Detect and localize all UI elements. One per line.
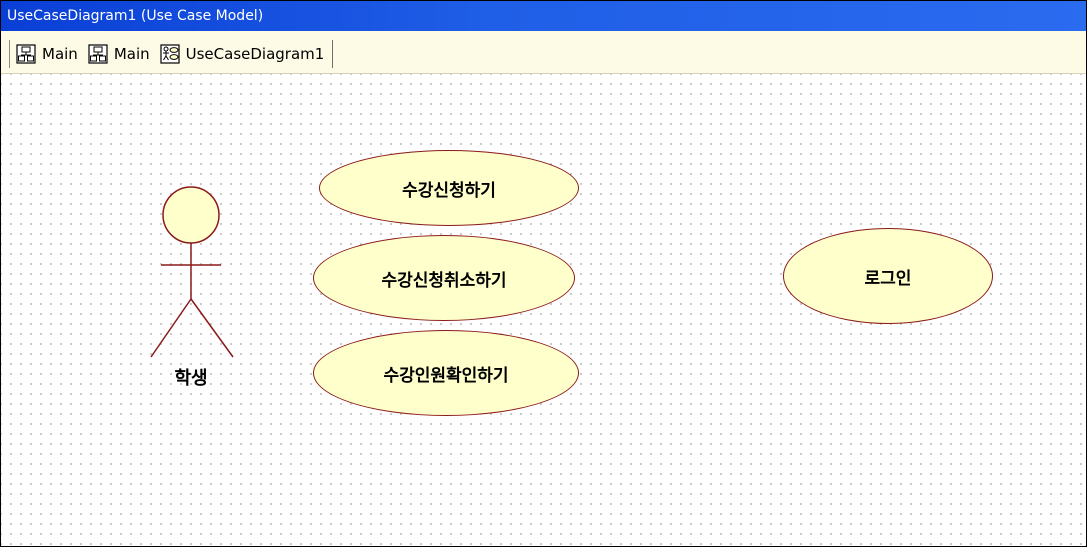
usecase-label: 로그인: [864, 268, 912, 289]
usecase-login[interactable]: 로그인: [783, 228, 993, 324]
tab-label: Main: [113, 45, 150, 63]
use-case-diagram-icon: [160, 44, 180, 64]
diagram-canvas[interactable]: 학생 수강신청하기 수강신청취소하기 수강인원확인하기 로그인: [1, 74, 1086, 546]
tab-usecasediagram1[interactable]: UseCaseDiagram1: [154, 40, 334, 68]
class-diagram-icon: [16, 44, 36, 64]
actor-stick-figure: [150, 186, 234, 358]
usecase-enroll[interactable]: 수강신청하기: [319, 150, 579, 226]
usecase-cancel-enroll[interactable]: 수강신청취소하기: [313, 235, 575, 321]
tab-main-2[interactable]: Main: [82, 40, 154, 68]
actor-student[interactable]: 학생: [141, 179, 251, 389]
window-title: UseCaseDiagram1 (Use Case Model): [7, 8, 264, 24]
usecase-check-enrollment[interactable]: 수강인원확인하기: [313, 330, 579, 416]
diagram-tab-bar: Main Main: [1, 31, 1086, 74]
actor-label: 학생: [174, 368, 208, 389]
class-diagram-icon: [88, 44, 108, 64]
usecase-label: 수강신청취소하기: [381, 270, 507, 291]
tab-main-1[interactable]: Main: [10, 40, 82, 68]
tab-label: UseCaseDiagram1: [185, 45, 325, 63]
usecase-label: 수강인원확인하기: [383, 365, 509, 386]
window-titlebar[interactable]: UseCaseDiagram1 (Use Case Model): [1, 1, 1086, 31]
usecase-label: 수강신청하기: [402, 180, 496, 201]
tab-label: Main: [42, 45, 78, 63]
